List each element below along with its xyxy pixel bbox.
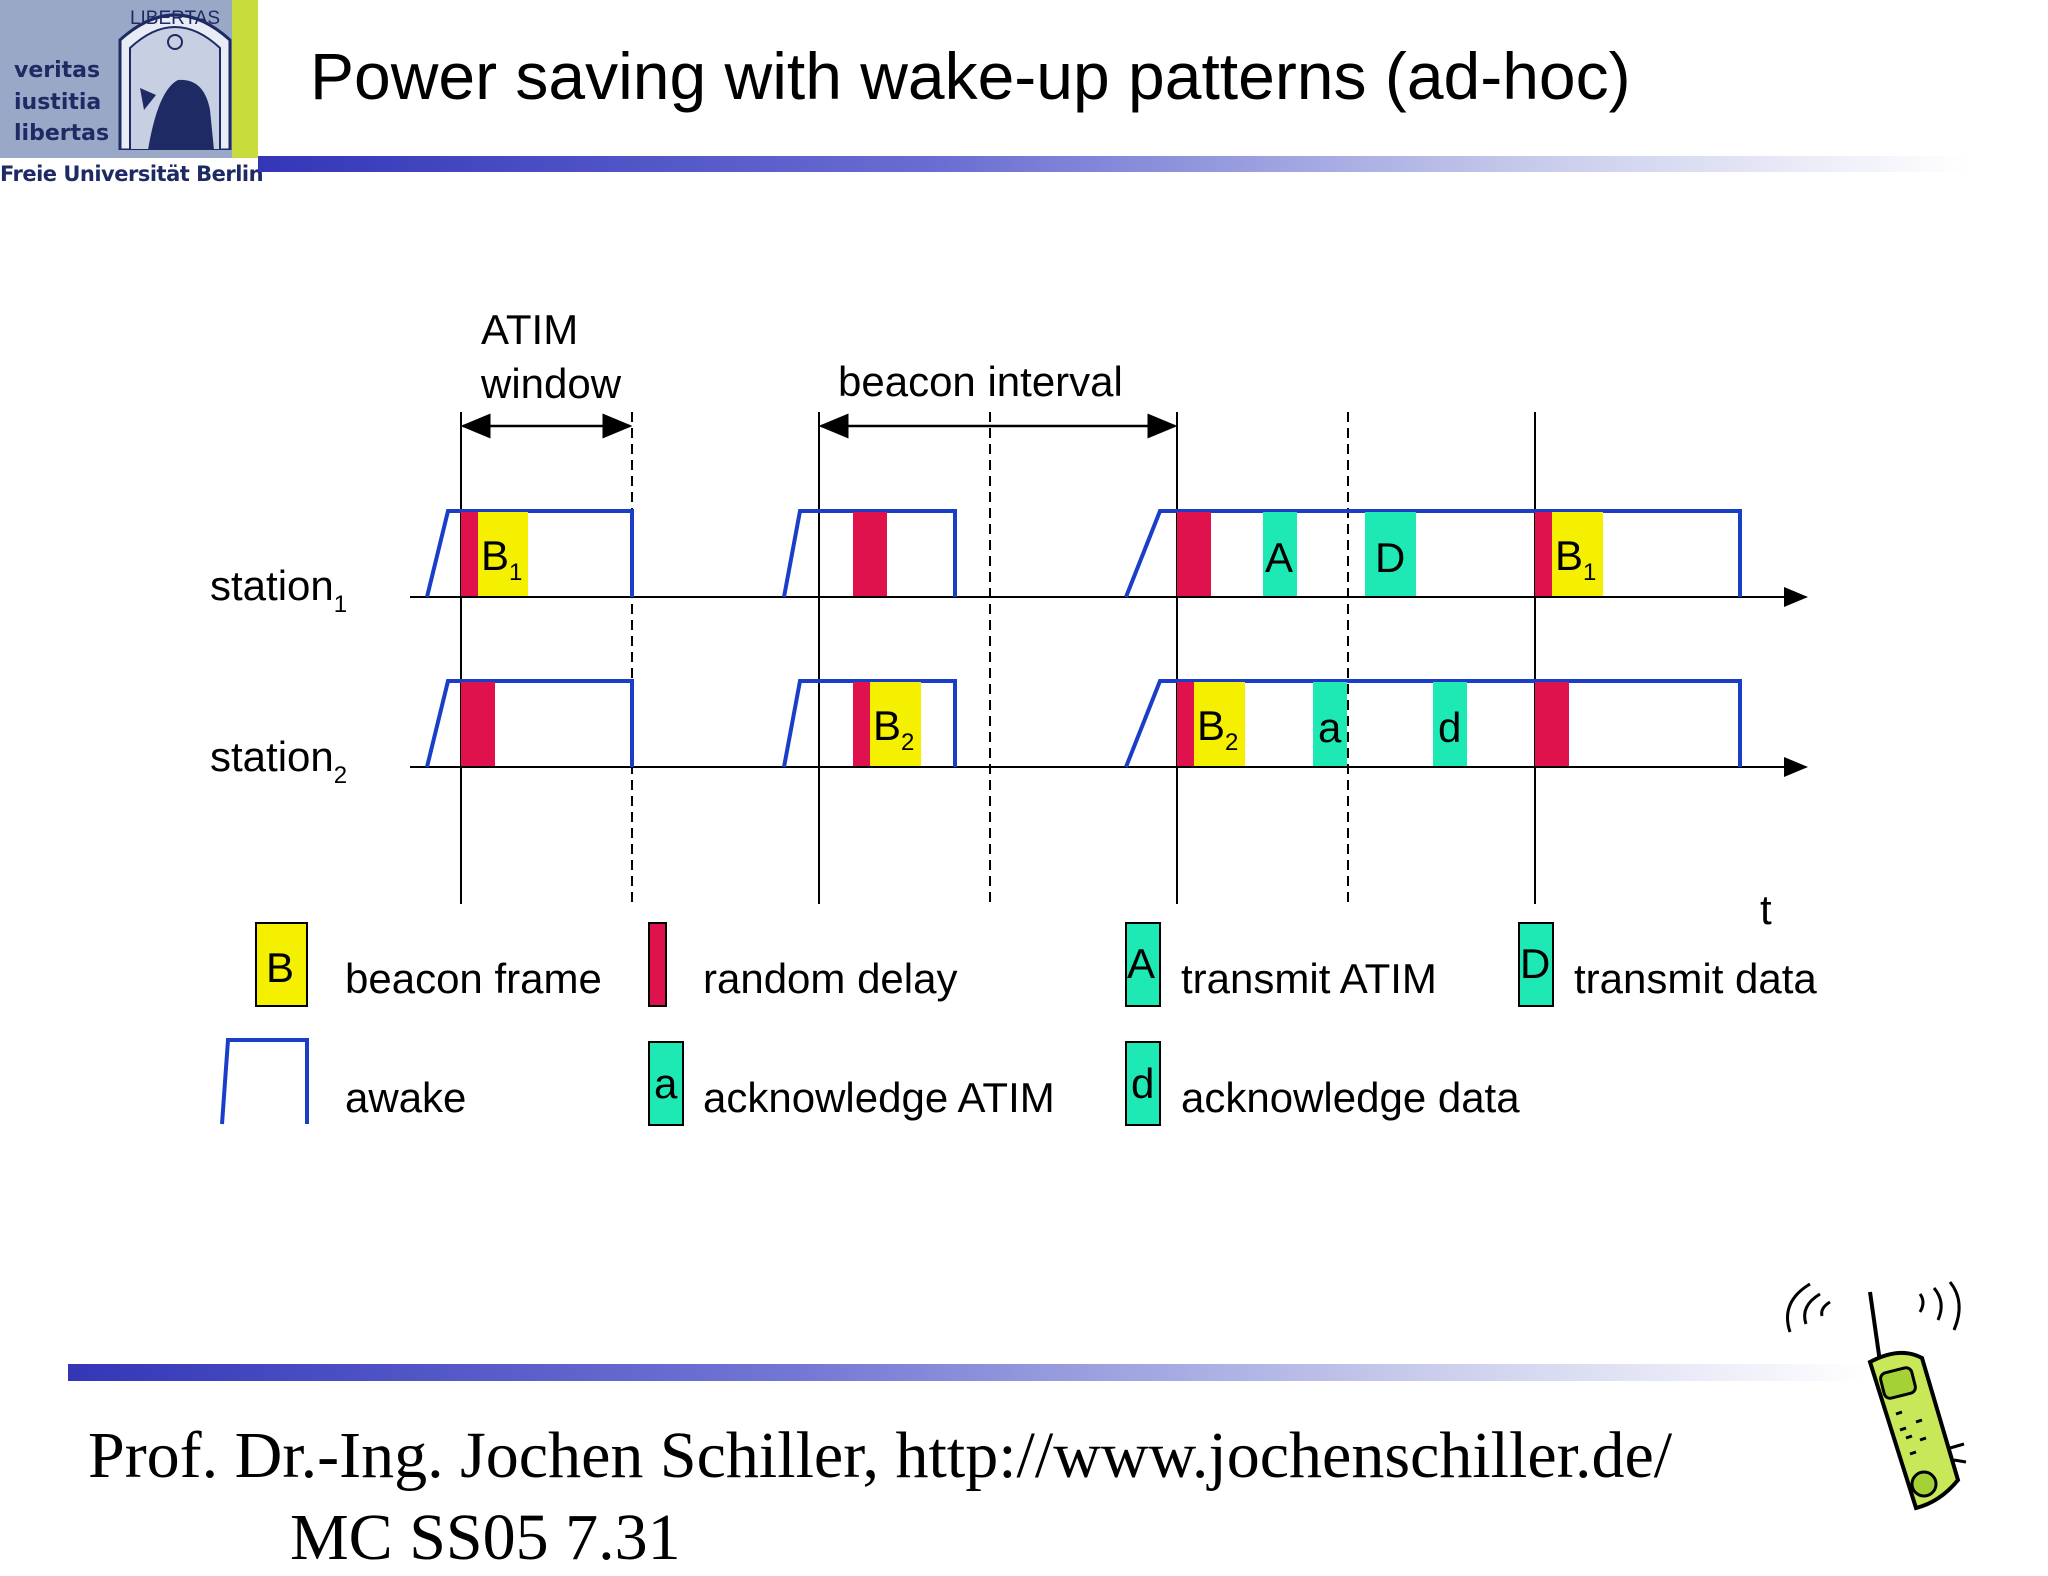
s2-beacon-frame-2 [1194,682,1245,766]
s1-beacon-label-1: B1 [481,532,522,586]
s1-beacon-letter-2: B [1555,532,1583,579]
logo-university-name: Freie Universität Berlin [0,162,264,186]
legend-awake: awake [220,1038,466,1125]
s1-beacon-sub-1: 1 [509,559,522,586]
legend-awake-swatch [220,1038,309,1125]
s1-beacon-letter-1: B [481,532,509,579]
s1-random-delay-4 [1535,512,1552,596]
legend-delay-label: random delay [703,955,957,1002]
legend-beacon-swatch [255,922,308,1007]
slide-title: Power saving with wake-up patterns (ad-h… [310,39,1631,113]
legend-ack-atim-label: acknowledge ATIM [703,1074,1055,1121]
s1-beacon-frame-2 [1552,512,1603,596]
logo-motto-3: libertas [14,121,110,146]
legend-ack-data: d acknowledge data [1125,1041,1520,1126]
station-1-label: station1 [210,562,347,618]
s2-beacon-label-2: B2 [1197,702,1238,756]
station-1-awake-1 [425,509,634,598]
legend-ack-atim-symbol: a [654,1060,678,1107]
s1-beacon-frame-1 [478,512,528,596]
legend-data-symbol: D [1520,940,1550,987]
university-logo: LIBERTAS veritas iustitia libertas Freie… [0,0,264,186]
time-axis-label: t [1760,886,1772,933]
s2-random-delay-3 [1177,682,1194,766]
legend-random-delay: random delay [648,922,957,1007]
s2-ack-data-label: d [1438,704,1461,751]
logo-seal-text: LIBERTAS [130,8,220,29]
s1-beacon-label-2: B1 [1555,532,1596,586]
station-1-awake-3 [1124,509,1742,598]
footer-divider-bar [68,1364,1868,1381]
legend-beacon-frame: B beacon frame [255,922,602,1007]
station-1-index: 1 [334,591,347,618]
s1-atim-label: A [1265,534,1293,581]
station-1-frames: B1 A D B1 [461,512,1603,596]
footer-author-line: Prof. Dr.-Ing. Jochen Schiller, http://w… [88,1419,1673,1492]
legend-ack-data-symbol: d [1131,1060,1154,1107]
s2-ack-atim-label: a [1318,704,1342,751]
legend-beacon-label: beacon frame [345,955,602,1002]
legend-ack-data-swatch [1125,1041,1161,1126]
s2-ack-data [1433,682,1467,766]
station-1-name: station [210,562,334,609]
s1-random-delay-2 [853,512,887,596]
legend-ack-atim: a acknowledge ATIM [648,1041,1055,1126]
station-1-awake-2 [782,509,957,598]
station-2-index: 2 [334,762,347,789]
station-2-label: station2 [210,733,347,789]
s2-random-delay-2 [853,682,870,766]
s2-random-delay-1 [461,682,495,766]
station-2-name: station [210,733,334,780]
title-underline-bar [258,156,1968,172]
s2-beacon-sub-2: 2 [1225,729,1238,756]
s2-beacon-letter-1: B [873,702,901,749]
logo-motto-1: veritas [14,58,101,83]
station-2-frames: B2 B2 a d [461,682,1569,766]
station-2-awake-3 [1124,679,1742,768]
legend-atim-label: transmit ATIM [1181,955,1437,1002]
atim-window-label-1: ATIM [481,306,578,353]
station-2-awake-1 [425,679,634,768]
logo-green-stripe [232,0,258,158]
s2-beacon-sub-1: 2 [901,729,914,756]
s1-random-delay-3 [1177,512,1211,596]
s2-beacon-frame-1 [870,682,921,766]
s1-transmit-atim [1263,512,1297,596]
legend-delay-swatch [648,922,667,1007]
s2-ack-atim [1313,682,1347,766]
legend-ack-atim-swatch [648,1041,684,1126]
legend-beacon-symbol: B [266,944,294,991]
freie-universitaet-seal-icon: LIBERTAS [118,8,232,150]
s1-data-label: D [1375,534,1405,581]
s1-transmit-data [1365,512,1416,596]
s2-beacon-letter-2: B [1197,702,1225,749]
logo-motto-2: iustitia [14,90,102,115]
s1-random-delay-1 [461,512,478,596]
atim-window-label-2: window [480,360,622,407]
s2-random-delay-4 [1535,682,1569,766]
footer-course-line: MC SS05 7.31 [290,1501,681,1574]
legend-ack-data-label: acknowledge data [1181,1074,1520,1121]
legend-transmit-data: D transmit data [1518,922,1817,1007]
legend-atim-swatch [1125,922,1161,1007]
s1-beacon-sub-2: 1 [1583,559,1596,586]
s2-beacon-label-1: B2 [873,702,914,756]
beacon-interval-label: beacon interval [838,358,1123,405]
legend-atim-symbol: A [1127,940,1155,987]
wakeup-pattern-diagram: ATIM window beacon interval station1 sta… [210,306,1817,1126]
legend-transmit-atim: A transmit ATIM [1125,922,1437,1007]
legend-data-swatch [1518,922,1554,1007]
legend-awake-label: awake [345,1074,466,1121]
mobile-phone-clipart-icon [1786,1281,1967,1511]
legend-data-label: transmit data [1574,955,1817,1002]
station-2-awake-2 [782,679,957,768]
